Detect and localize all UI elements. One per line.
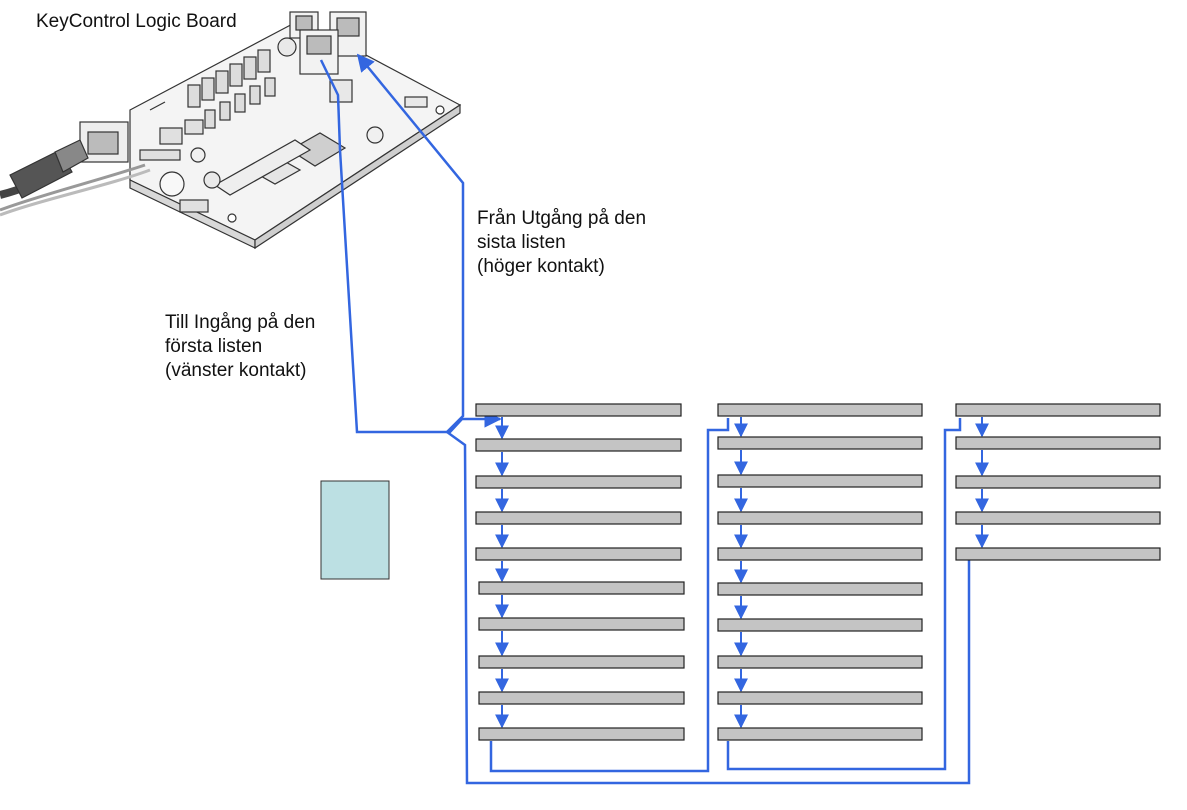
key-strip-c2-8 bbox=[717, 655, 923, 669]
key-strip-c1-7 bbox=[478, 617, 685, 631]
key-strip-c3-2 bbox=[955, 436, 1161, 450]
key-strip-c2-7 bbox=[717, 618, 923, 632]
key-strip-c2-9 bbox=[717, 691, 923, 705]
key-strip-c2-4 bbox=[717, 511, 923, 525]
key-strip-c2-1 bbox=[717, 403, 923, 417]
logic-board-illustration bbox=[79, 11, 462, 250]
key-strip-c1-5 bbox=[475, 547, 682, 561]
wire-col2-to-col3 bbox=[726, 418, 962, 771]
key-strip-c1-9 bbox=[478, 691, 685, 705]
key-strip-c1-1 bbox=[475, 403, 682, 417]
key-strip-c1-6 bbox=[478, 581, 685, 595]
from-output-label: Från Utgång på den sista listen (höger k… bbox=[477, 208, 647, 277]
key-strip-c1-8 bbox=[478, 655, 685, 669]
key-strip-c2-5 bbox=[717, 547, 923, 561]
light-blue-panel bbox=[320, 480, 390, 580]
key-strip-c3-1 bbox=[955, 403, 1161, 417]
key-strip-c1-2 bbox=[475, 438, 682, 452]
key-strip-c1-4 bbox=[475, 511, 682, 525]
key-strip-c2-3 bbox=[717, 474, 923, 488]
strip-columns bbox=[475, 403, 1161, 741]
to-input-label: Till Ingång på den första listen (vänste… bbox=[165, 312, 316, 381]
key-strip-c2-6 bbox=[717, 582, 923, 596]
wire-from-last-output bbox=[356, 53, 971, 785]
wire-col1-to-col2 bbox=[489, 418, 730, 773]
ethernet-cable-icon bbox=[0, 139, 151, 217]
board-title: KeyControl Logic Board bbox=[36, 11, 237, 32]
key-strip-c3-5 bbox=[955, 547, 1161, 561]
wires bbox=[319, 53, 971, 785]
rj-connector-icon bbox=[289, 11, 367, 75]
key-strip-c1-10 bbox=[478, 727, 685, 741]
key-strip-c1-3 bbox=[475, 475, 682, 489]
key-strip-c3-4 bbox=[955, 511, 1161, 525]
key-strip-c2-10 bbox=[717, 727, 923, 741]
key-strip-c3-3 bbox=[955, 475, 1161, 489]
wire-to-first-input bbox=[319, 59, 502, 434]
key-strip-c2-2 bbox=[717, 436, 923, 450]
